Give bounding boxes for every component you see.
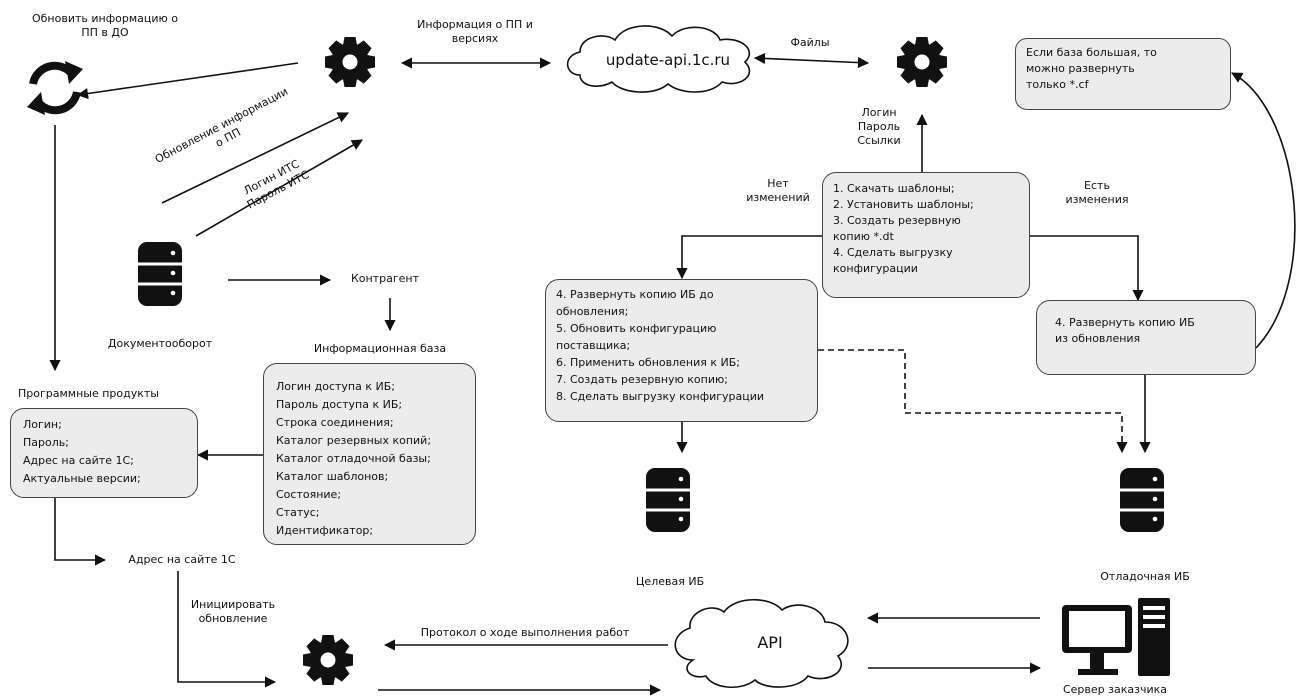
server-computer-icon: [1062, 598, 1170, 676]
database-icon: [644, 468, 692, 532]
database-icon: [1118, 468, 1166, 532]
arrow-its-credentials: [195, 139, 363, 237]
infobase-title: Информационная база: [313, 342, 447, 355]
debug-db-label: Отладочная ИБ: [1100, 570, 1190, 583]
arrow-products-to-address: [54, 490, 107, 566]
software-products-title: Программные продукты: [18, 387, 159, 400]
files-label: Файлы: [790, 36, 830, 49]
cloud-update-api: [566, 25, 751, 93]
gear-icon: [303, 635, 353, 685]
cloud-api-label: API: [757, 633, 783, 652]
arrow-dashed-to-debug-db: [818, 349, 1128, 454]
progress-protocol-label: Протокол о ходе выполнения работ: [420, 626, 630, 639]
arrow-right-box-to-note: [1231, 72, 1296, 349]
refresh-icon: [27, 61, 83, 115]
customer-server-label: Сервер заказчика: [1062, 683, 1168, 696]
gear-icon: [897, 37, 947, 87]
site-address-label: Адрес на сайте 1С: [128, 553, 236, 566]
arrow-cloud-gear-files: [753, 52, 870, 69]
arrow-address-to-gear: [177, 571, 277, 688]
main-steps-box: 1. Скачать шаблоны;2. Установить шаблоны…: [822, 172, 1030, 298]
database-icon: [136, 242, 184, 306]
cloud-api: [674, 599, 849, 688]
target-db-label: Целевая ИБ: [635, 575, 705, 588]
arrow-docflow-to-gear-update: [161, 112, 350, 204]
cloud-update-api-label: update-api.1c.ru: [605, 51, 731, 69]
infobase-params-box: Логин доступа к ИБ;Пароль доступа к ИБ;С…: [263, 363, 476, 545]
arrow-gear-to-refresh: [76, 62, 299, 100]
software-products-box: Логин;Пароль; Адрес на сайте 1С;Актуальн…: [10, 408, 198, 498]
arrow-no-changes: [676, 235, 822, 280]
docflow-label: Документооборот: [107, 337, 213, 350]
contractor-label: Контрагент: [350, 272, 419, 285]
arrow-changes: [1030, 235, 1144, 302]
gear-icon: [325, 37, 375, 87]
